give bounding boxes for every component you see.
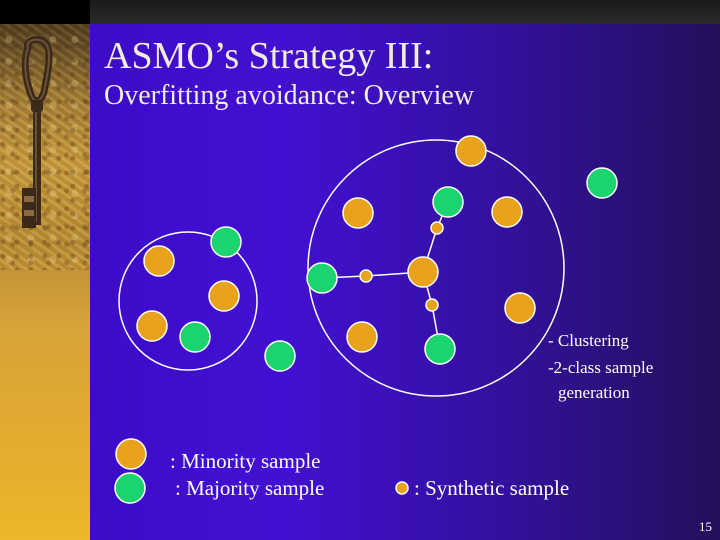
minority-sample — [504, 292, 536, 324]
legend-minority-label: : Minority sample — [170, 449, 321, 473]
generation-label-line2: generation — [558, 383, 630, 402]
legend-majority-marker — [114, 472, 146, 504]
synthetic-sample — [359, 269, 373, 283]
key-icon — [21, 36, 53, 228]
majority-sample — [210, 226, 242, 258]
slide-background — [90, 0, 720, 540]
legend-synthetic-label: : Synthetic sample — [414, 476, 570, 500]
minority-sample — [407, 256, 439, 288]
majority-sample — [179, 321, 211, 353]
slide-subtitle: Overfitting avoidance: Overview — [104, 80, 475, 111]
page-number: 15 — [699, 519, 712, 534]
minority-sample — [208, 280, 240, 312]
minority-sample — [455, 135, 487, 167]
legend-majority-label: : Majority sample — [175, 476, 325, 500]
large-cluster-circle — [307, 139, 565, 397]
minority-sample — [143, 245, 175, 277]
generation-label-line1: -2-class sample — [548, 358, 654, 377]
majority-sample — [586, 167, 618, 199]
majority-sample — [306, 262, 338, 294]
minority-sample — [491, 196, 523, 228]
synthetic-sample — [425, 298, 439, 312]
minority-sample — [136, 310, 168, 342]
legend-synthetic-marker — [395, 481, 409, 495]
top-bar — [0, 0, 720, 24]
legend-minority-marker — [115, 438, 147, 470]
majority-sample — [424, 333, 456, 365]
top-bar-cap — [0, 0, 90, 24]
majority-sample — [432, 186, 464, 218]
minority-sample — [342, 197, 374, 229]
sidebar-decoration — [0, 0, 90, 540]
synthetic-sample — [430, 221, 444, 235]
majority-sample — [264, 340, 296, 372]
minority-sample — [346, 321, 378, 353]
clustering-label: - Clustering — [548, 331, 629, 350]
slide-title: ASMO’s Strategy III: — [104, 35, 434, 77]
small-cluster-circle — [118, 231, 258, 371]
